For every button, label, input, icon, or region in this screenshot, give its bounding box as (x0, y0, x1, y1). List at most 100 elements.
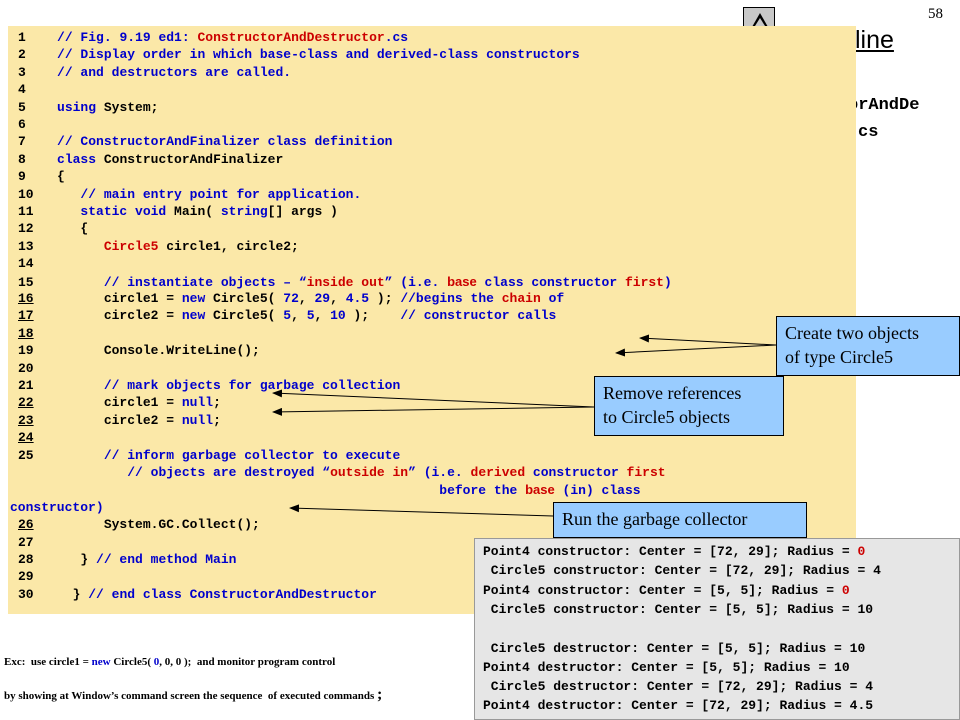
code-line: 2 // Display order in which base-class a… (18, 47, 580, 63)
line-number: 30 (18, 586, 34, 602)
output-line: Point4 destructor: Center = [5, 5]; Radi… (483, 658, 850, 677)
output-token: Circle5 constructor: Center = [72, 29]; … (483, 563, 881, 579)
line-number: 18 (18, 325, 34, 341)
line-number: 10 (18, 186, 34, 202)
code-token: // instantiate objects – “ (57, 274, 307, 290)
code-token: } (57, 552, 97, 567)
output-token: Circle5 destructor: Center = [72, 29]; R… (483, 679, 874, 695)
code-line: 29 (18, 569, 57, 585)
callout-create-objects: Create two objects of type Circle5 (776, 316, 960, 376)
code-token: before the (57, 483, 526, 499)
code-token: first (626, 465, 666, 480)
code-token: 5 (283, 308, 292, 324)
code-token: (in) class (554, 483, 641, 499)
code-line: // objects are destroyed “outside in” (i… (18, 465, 666, 481)
file-label-ext: cs (858, 123, 879, 142)
line-number: 1 (18, 30, 26, 45)
code-line: 9 { (18, 169, 65, 185)
output-token: Point4 constructor: Center = [5, 5]; Rad… (483, 582, 842, 598)
code-token: // end method Main (96, 552, 237, 567)
code-line: 13 Circle5 circle1, circle2; (18, 239, 299, 255)
code-token: circle2 = (57, 412, 182, 428)
code-line: 14 (18, 256, 57, 272)
code-token: circle1 = (57, 395, 182, 411)
code-token: base (447, 273, 477, 289)
code-token: { (57, 221, 89, 237)
code-token: using (57, 99, 97, 115)
code-token: } (57, 586, 89, 602)
code-token: // ConstructorAndFinalizer class definit… (57, 134, 393, 150)
line-number: 12 (18, 221, 34, 237)
slide-number: 58 (928, 6, 943, 22)
callout-remove-references: Remove references to Circle5 objects (594, 376, 784, 436)
code-line: 10 // main entry point for application. (18, 187, 361, 203)
code-token: new (181, 308, 206, 324)
code-token: Circle5( (205, 308, 284, 324)
code-token: ConstructorAndFinalizer (96, 151, 284, 167)
code-token: ) (663, 274, 672, 290)
line-number: 29 (18, 569, 34, 585)
code-token: inside out (306, 274, 385, 290)
line-number: 22 (18, 395, 34, 411)
exercise-note-line1: Exc: use circle1 = new Circle5( 0, 0, 0 … (4, 656, 336, 668)
line-number: 5 (18, 99, 26, 115)
output-line: Circle5 destructor: Center = [5, 5]; Rad… (483, 639, 865, 658)
code-line: 8 class ConstructorAndFinalizer (18, 152, 283, 168)
output-token: 0 (841, 582, 850, 598)
code-token: { (57, 169, 65, 185)
output-line: Circle5 constructor: Center = [5, 5]; Ra… (483, 600, 873, 619)
code-line: 28 } // end method Main (18, 552, 236, 568)
code-token: null (181, 395, 214, 411)
code-token: // main entry point for application. (57, 186, 362, 202)
file-label: orAndDe (848, 96, 920, 115)
code-token: , (291, 308, 307, 324)
code-token: , (330, 291, 346, 306)
output-token: Point4 destructor: Center = [72, 29]; Ra… (483, 698, 874, 714)
arrow-to-line-26 (289, 504, 554, 517)
line-number: 27 (18, 534, 34, 550)
line-number: 25 (18, 447, 34, 463)
output-line: Point4 constructor: Center = [5, 5]; Rad… (483, 581, 850, 600)
outline-link[interactable]: line (855, 26, 894, 54)
code-token: ); (369, 291, 401, 306)
line-number: 7 (18, 134, 26, 150)
output-token: 0 (857, 544, 866, 559)
line-number: 8 (18, 151, 26, 167)
code-line: 24 (18, 430, 57, 446)
code-token: // end class ConstructorAndDestructor (88, 586, 377, 602)
code-token: ” (i.e. (408, 465, 471, 480)
code-line: 18 (18, 326, 57, 342)
code-line: 6 (18, 117, 57, 133)
output-token: Point4 constructor: Center = [72, 29]; R… (483, 544, 858, 559)
line-number: 6 (18, 117, 26, 132)
line-number: 24 (18, 430, 34, 446)
output-token: Circle5 constructor: Center = [5, 5]; Ra… (483, 601, 874, 617)
code-token: Circle5 (103, 238, 159, 254)
line-number: 21 (18, 378, 34, 393)
line-number: 13 (18, 238, 34, 254)
output-line: Circle5 destructor: Center = [72, 29]; R… (483, 677, 873, 696)
output-token: Circle5 destructor: Center = [5, 5]; Rad… (483, 640, 866, 656)
code-token: Main( (166, 204, 221, 219)
code-token: ; (213, 395, 221, 411)
code-token: outside in (330, 465, 409, 480)
code-token: //begins the (400, 291, 502, 306)
code-line: 22 circle1 = null; (18, 395, 221, 411)
code-line: 19 Console.WriteLine(); (18, 343, 260, 359)
code-token: first (624, 274, 664, 290)
line-number: 15 (18, 274, 34, 290)
code-token: .cs (384, 30, 409, 45)
code-token: null (181, 412, 214, 428)
line-number: 17 (18, 308, 34, 324)
code-token: , (314, 308, 331, 324)
code-token: base (525, 482, 555, 498)
code-token: 5 (306, 308, 315, 324)
code-line: 5 using System; (18, 100, 158, 116)
output-line: Point4 constructor: Center = [72, 29]; R… (483, 542, 865, 561)
code-line: 20 (18, 361, 57, 377)
code-line: 16 circle1 = new Circle5( 72, 29, 4.5 );… (18, 291, 564, 307)
line-number: 11 (18, 204, 34, 219)
code-token: circle1 = (57, 291, 182, 306)
code-token: ConstructorAndDestructor (197, 30, 385, 45)
code-line: 21 // mark objects for garbage collectio… (18, 378, 400, 394)
